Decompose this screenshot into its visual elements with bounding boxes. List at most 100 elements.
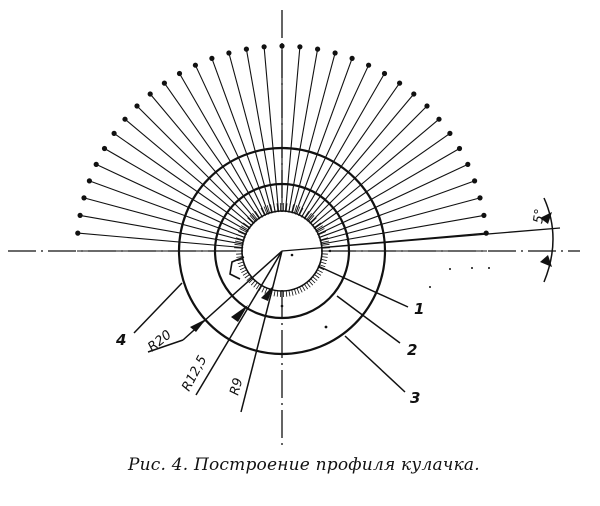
- ray-end-dot: [483, 230, 489, 236]
- ray-end-dot: [77, 212, 83, 218]
- cam-profile-hatch: [234, 202, 330, 298]
- radial-rays: [75, 43, 489, 290]
- leader-1: [317, 265, 409, 308]
- ray-end-dot: [315, 46, 321, 52]
- keyway-notch: [229, 256, 245, 280]
- part-label-2: 2: [407, 341, 417, 359]
- cam-hatch-tick: [254, 210, 260, 219]
- cam-hatch-tick: [317, 228, 325, 233]
- cam-hatch-tick: [244, 274, 250, 279]
- cam-hatch-tick: [301, 209, 307, 217]
- ray-end-dot: [93, 161, 99, 167]
- cam-hatch-tick: [288, 203, 291, 212]
- ray-end-dot: [86, 178, 92, 184]
- figure-caption: Рис. 4. Построение профиля кулачка.: [128, 455, 480, 475]
- ray-end-dot: [477, 195, 483, 201]
- ray-end-dot: [472, 178, 478, 184]
- ray-end-dot: [192, 62, 198, 68]
- ray-end-dot: [261, 44, 267, 50]
- angle-arrow-bottom: [540, 255, 552, 267]
- cam-hatch-tick: [304, 210, 310, 219]
- leader-2: [336, 295, 401, 344]
- radius-arrows: [190, 286, 273, 332]
- cam-hatch-tick: [257, 209, 263, 217]
- angle-ray: [281, 227, 561, 252]
- ray-end-dot: [424, 103, 430, 109]
- cam-hatch-tick: [234, 247, 243, 249]
- cam-hatch-tick: [250, 280, 256, 286]
- cam-hatch-tick: [246, 276, 252, 281]
- part-label-1: 1: [414, 300, 424, 318]
- stray-marks: [280, 249, 490, 329]
- cam-hatch-tick: [299, 286, 303, 293]
- angle-arc: [543, 197, 554, 283]
- cam-hatch-tick: [266, 205, 270, 214]
- cam-hatch-tick: [237, 231, 246, 236]
- ray-end-dot: [447, 130, 453, 136]
- r20-arrowhead: [190, 319, 206, 332]
- ray-end-dot: [134, 103, 140, 109]
- cam-hatch-tick: [320, 261, 327, 265]
- cam-hatch-tick: [301, 285, 306, 291]
- cam-hatch-tick: [314, 274, 320, 279]
- cam-hatch-tick: [321, 240, 330, 244]
- cam-hatch-tick: [261, 286, 265, 293]
- cam-hatch-tick: [252, 212, 258, 220]
- cam-hatch-tick: [308, 215, 315, 222]
- angle-arrow-top: [540, 212, 552, 224]
- cam-hatch-tick: [312, 276, 318, 281]
- r20-extension: [147, 339, 184, 353]
- cam-hatch-tick: [264, 287, 268, 294]
- circle-2: [213, 182, 351, 320]
- ray-end-dot: [332, 50, 338, 56]
- cam-hatch-tick: [321, 258, 328, 261]
- ray-end-dot: [349, 55, 355, 62]
- cam-hatch-tick: [296, 287, 300, 294]
- cam-hatch-tick: [270, 204, 273, 213]
- cam-hatch-tick: [321, 256, 328, 258]
- ray-end-dot: [209, 55, 215, 62]
- cam-hatch-tick: [304, 283, 309, 290]
- cam-hatch-tick: [273, 203, 276, 212]
- cam-hatch-tick: [239, 228, 247, 233]
- cam-hatch-tick: [244, 219, 252, 226]
- ray-end-dot: [279, 43, 285, 49]
- cam-hatch-tick: [315, 225, 323, 231]
- radius-label-r9: R9: [227, 376, 246, 397]
- ray-end-dot: [81, 195, 87, 201]
- ray-end-dot: [397, 80, 403, 86]
- r12-5-line: [195, 250, 283, 396]
- cam-hatch-tick: [247, 217, 254, 224]
- cam-hatch-tick: [236, 234, 245, 238]
- cam-hatch-tick: [319, 264, 326, 268]
- ray-end-dot: [381, 70, 388, 77]
- cam-hatch-tick: [318, 231, 327, 236]
- cam-hatch-tick: [263, 206, 268, 215]
- cam-hatch-tick: [291, 289, 294, 296]
- cam-hatch-tick: [317, 269, 323, 273]
- ray-end-dot: [75, 230, 81, 236]
- ray-end-dot: [122, 116, 128, 122]
- cam-hatch-tick: [235, 237, 244, 241]
- ray-end-dot: [243, 46, 249, 52]
- cam-hatch-tick: [314, 222, 322, 228]
- ray-end-dot: [411, 91, 417, 97]
- cam-hatch-tick: [308, 280, 314, 286]
- cam-hatch-tick: [306, 212, 312, 220]
- cam-hatch-tick: [310, 217, 317, 224]
- cam-hatch-tick: [291, 204, 294, 213]
- ray-end-dot: [366, 62, 372, 68]
- cam-hatch-tick: [321, 243, 330, 246]
- cam-hatch-tick: [285, 203, 288, 212]
- ray-end-dot: [481, 212, 487, 218]
- ray-end-dot: [436, 116, 442, 122]
- cam-hatch-tick: [242, 271, 249, 276]
- radius-label-r12-5: R12,5: [179, 353, 210, 394]
- cam-hatch-tick: [236, 258, 243, 261]
- r9-arrowhead: [261, 286, 273, 301]
- cam-hatch-tick: [255, 283, 260, 290]
- cam-hatch-tick: [306, 282, 311, 288]
- ray-end-dot: [297, 44, 303, 50]
- cam-hatch-tick: [319, 234, 328, 238]
- cam-hatch-tick: [249, 215, 256, 222]
